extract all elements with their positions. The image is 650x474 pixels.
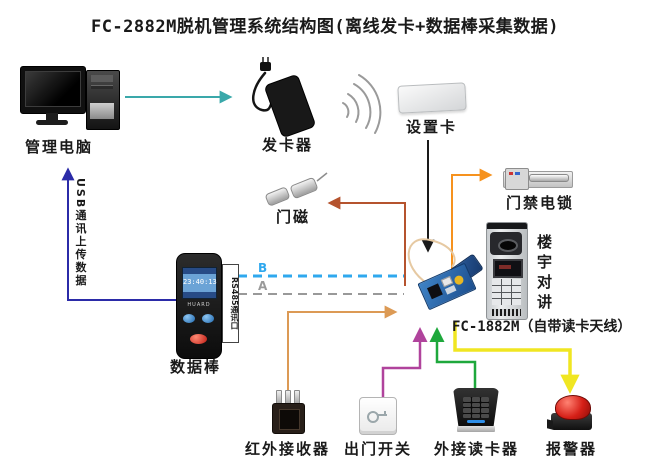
ir-receiver-icon <box>272 403 305 434</box>
controller-label: FC-1882M（自带读卡天线） <box>452 319 632 335</box>
intercom-camera-icon <box>490 232 522 255</box>
page-title: FC-2882M脱机管理系统结构图(离线发卡+数据棒采集数据) <box>90 17 560 37</box>
ext-reader-label: 外接读卡器 <box>434 440 520 458</box>
exit-switch-icon <box>359 397 397 435</box>
data-stick-label: 数据棒 <box>170 358 222 376</box>
ir-receiver-label: 红外接收器 <box>245 440 331 458</box>
door-lock-label: 门禁电锁 <box>506 194 575 212</box>
door-magnet-label: 门磁 <box>276 208 311 226</box>
intercom-icon <box>486 222 528 320</box>
signal-wave-icon <box>358 74 382 134</box>
usb-upload-label: USB通讯上传数据 <box>74 178 87 288</box>
data-stick-icon: 23:40:13 HUARD <box>176 253 222 359</box>
computer-label: 管理电脑 <box>25 138 94 156</box>
ext-reader-base-icon <box>457 426 495 432</box>
bus-a-label: A <box>258 279 268 293</box>
intercom-speaker-icon <box>492 309 521 316</box>
computer-tower-icon <box>86 70 120 130</box>
setting-card-icon <box>397 82 467 114</box>
ext-reader-keypad-icon <box>463 397 489 418</box>
ext-reader-icon <box>453 388 499 427</box>
door-magnet-arrow <box>327 196 406 286</box>
door-magnet-icon <box>264 186 291 207</box>
monitor-base-icon <box>36 120 68 125</box>
intercom-label: 楼宇对讲 <box>535 234 553 314</box>
door-lock-head-icon <box>505 168 529 190</box>
exit-switch-arrow <box>381 327 428 397</box>
data-stick-button <box>183 314 195 323</box>
key-icon <box>367 411 379 423</box>
door-magnet-icon <box>289 176 319 200</box>
alarm-label: 报警器 <box>546 440 598 458</box>
card-issuer-icon <box>263 73 317 139</box>
controller-board-icon <box>417 262 477 311</box>
door-lock-bolt-icon <box>529 174 569 182</box>
data-stick-button <box>202 314 214 323</box>
ext-reader-arrow <box>429 327 477 396</box>
intercom-screen-icon <box>493 259 523 278</box>
data-stick-read-button <box>190 334 207 344</box>
magnet-wire <box>316 172 328 182</box>
data-stick-screen: 23:40:13 <box>182 267 217 299</box>
exit-switch-label: 出门开关 <box>344 440 413 458</box>
rs485-port-box: RS485通讯口 <box>222 264 239 343</box>
data-stick-brand: HUARD <box>187 302 211 308</box>
signal-wave-icon <box>347 93 360 123</box>
monitor-stand-icon <box>46 113 58 120</box>
data-stick-time: 23:40:13 <box>183 278 217 286</box>
signal-wave-icon <box>353 83 372 129</box>
alarm-icon <box>555 395 591 420</box>
intercom-keypad-icon <box>492 279 521 305</box>
setting-card-label: 设置卡 <box>406 118 458 136</box>
ir-receiver-arrow <box>287 305 398 392</box>
signal-wave-icon <box>342 102 350 118</box>
computer-monitor-icon <box>20 66 86 114</box>
usb-plug-icon <box>260 57 271 71</box>
card-issuer-label: 发卡器 <box>262 136 314 154</box>
bus-b-label: B <box>258 261 268 275</box>
